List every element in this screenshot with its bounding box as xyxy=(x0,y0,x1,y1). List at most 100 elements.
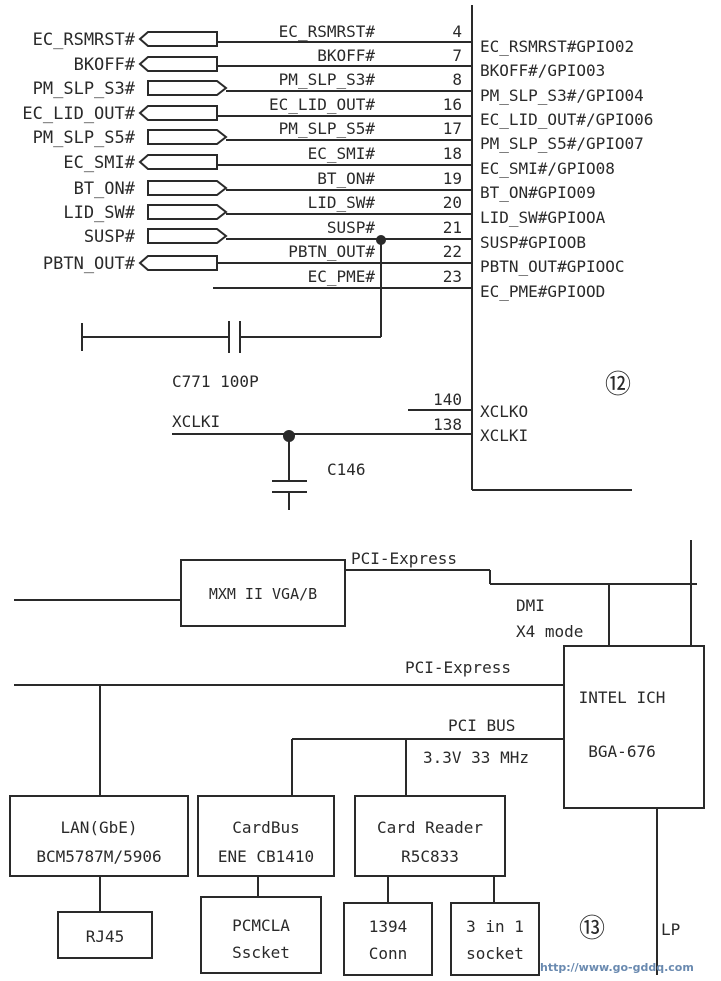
pin-number: 16 xyxy=(443,95,462,114)
lan-box xyxy=(9,795,189,877)
pin-number: 7 xyxy=(452,46,462,65)
ext-label: BT_ON# xyxy=(74,179,136,199)
pin-name: LID_SW#GPIOOA xyxy=(480,208,606,227)
connector-bkoff xyxy=(138,56,218,72)
ext-label: SUSP# xyxy=(84,227,136,247)
net-label: BKOFF# xyxy=(317,46,375,65)
connector-ec-rsmrst xyxy=(138,31,218,47)
card-reader-box xyxy=(354,795,506,877)
vga-label: MXM II VGA/B xyxy=(209,585,317,603)
connector-ec-lid-out xyxy=(138,105,218,121)
card-reader-chip-label: R5C833 xyxy=(401,847,459,866)
watermark-text: http://www.go-gddq.com xyxy=(540,961,694,974)
ext-label: LID_SW# xyxy=(63,203,135,223)
rj45-label: RJ45 xyxy=(86,927,125,946)
conn-1394-label: 1394 xyxy=(369,917,408,936)
pin-name: PBTN_OUT#GPIOOC xyxy=(480,257,625,276)
pin-name: EC_RSMRST#GPIO02 xyxy=(480,37,634,56)
capacitor-c771: C771 100P xyxy=(81,235,386,391)
capacitor-c146: C146 xyxy=(272,430,366,510)
cardbus-chip-label: ENE CB1410 xyxy=(218,847,314,866)
net-label: EC_LID_OUT# xyxy=(269,95,375,114)
pci-bus-label: PCI BUS xyxy=(448,716,515,735)
pin-number: 19 xyxy=(443,169,462,188)
ich-name-label: INTEL ICH xyxy=(579,688,666,707)
conn-1394-box xyxy=(343,902,433,976)
pin-number: 138 xyxy=(433,415,462,434)
pin-name: XCLKO xyxy=(480,402,528,421)
connectors xyxy=(138,31,228,271)
lan-chip-label: BCM5787M/5906 xyxy=(36,847,161,866)
connector-pbtn-out xyxy=(138,255,218,271)
socket-3in1-box xyxy=(450,902,540,976)
pin-name: EC_SMI#/GPIO08 xyxy=(480,159,615,178)
connector-susp xyxy=(147,228,228,244)
lp-label: LP xyxy=(661,920,680,939)
dmi-mode-label: X4 mode xyxy=(516,622,583,641)
pcmcia-label: PCMCLA xyxy=(232,916,290,935)
lan-label: LAN(GbE) xyxy=(60,818,137,837)
pcmcia-box xyxy=(200,896,322,974)
net-label: EC_RSMRST# xyxy=(279,22,376,41)
pin-name: EC_PME#GPIOOD xyxy=(480,282,605,301)
pin-name: PM_SLP_S5#/GPIO07 xyxy=(480,134,644,153)
connector-bt-on xyxy=(147,180,228,196)
pin-number: 21 xyxy=(443,218,462,237)
pin-number: 18 xyxy=(443,144,462,163)
ext-label: PM_SLP_S3# xyxy=(33,79,136,99)
ext-label: PBTN_OUT# xyxy=(43,254,136,274)
net-label: EC_SMI# xyxy=(308,144,376,163)
pin-number: 20 xyxy=(443,193,462,212)
connector-lid-sw xyxy=(147,204,228,220)
socket-3in1-label: 3 in 1 xyxy=(466,917,524,936)
pin-name: XCLKI xyxy=(480,426,528,445)
net-labels: EC_RSMRST# BKOFF# PM_SLP_S3# EC_LID_OUT#… xyxy=(269,22,375,286)
net-label: PM_SLP_S5# xyxy=(279,119,376,138)
pin-numbers: 4 7 8 16 17 18 19 20 21 22 23 xyxy=(443,22,462,286)
net-label: LID_SW# xyxy=(308,193,376,212)
signal-wires xyxy=(213,41,472,289)
net-label: PM_SLP_S3# xyxy=(279,70,376,89)
ext-signal-labels: EC_RSMRST# BKOFF# PM_SLP_S3# EC_LID_OUT#… xyxy=(22,30,135,274)
xclki-net-label: XCLKI xyxy=(172,412,220,431)
pin-name: PM_SLP_S3#/GPIO04 xyxy=(480,86,644,105)
pin-number: 22 xyxy=(443,242,462,261)
ec-schematic: EC_RSMRST# BKOFF# PM_SLP_S3# EC_LID_OUT#… xyxy=(22,5,653,510)
pci-bus-spec-label: 3.3V 33 MHz xyxy=(423,748,529,767)
ext-label: PM_SLP_S5# xyxy=(33,128,136,148)
pcmcia-socket-label: Sscket xyxy=(232,943,290,962)
net-label: SUSP# xyxy=(327,218,376,237)
pin-name: BKOFF#/GPIO03 xyxy=(480,61,605,80)
conn-1394-conn-label: Conn xyxy=(369,944,408,963)
ich-box xyxy=(563,645,705,809)
ext-label: EC_SMI# xyxy=(63,153,135,173)
pin-name: SUSP#GPIOOB xyxy=(480,233,586,252)
connector-pm-slp-s5 xyxy=(147,129,228,145)
rj45-box xyxy=(57,911,153,959)
pin-number: 140 xyxy=(433,390,462,409)
pin-name: BT_ON#GPIO09 xyxy=(480,183,596,202)
figure-number-13: ⑬ xyxy=(579,914,605,944)
vga-box xyxy=(180,559,346,627)
net-label: EC_PME# xyxy=(308,267,376,286)
pcie-top-label: PCI-Express xyxy=(351,549,457,568)
connector-pm-slp-s3 xyxy=(147,80,228,96)
cardbus-label: CardBus xyxy=(232,818,299,837)
ext-label: BKOFF# xyxy=(74,55,136,75)
connector-ec-smi xyxy=(138,154,218,170)
socket-3in1-socket-label: socket xyxy=(466,944,524,963)
c146-label: C146 xyxy=(327,460,366,479)
pin-name: EC_LID_OUT#/GPIO06 xyxy=(480,110,653,129)
ext-label: EC_LID_OUT# xyxy=(22,104,135,124)
pin-number: 23 xyxy=(443,267,462,286)
ext-label: EC_RSMRST# xyxy=(33,30,136,50)
clock-pins: 140 XCLKO 138 XCLKI XCLKI xyxy=(172,390,528,445)
pcie-mid-label: PCI-Express xyxy=(405,658,511,677)
net-label: BT_ON# xyxy=(317,169,375,188)
figure-number-12: ⑫ xyxy=(605,370,631,400)
card-reader-label: Card Reader xyxy=(377,818,483,837)
pin-number: 8 xyxy=(452,70,462,89)
c771-label: C771 100P xyxy=(172,372,259,391)
ich-package-label: BGA-676 xyxy=(588,742,655,761)
